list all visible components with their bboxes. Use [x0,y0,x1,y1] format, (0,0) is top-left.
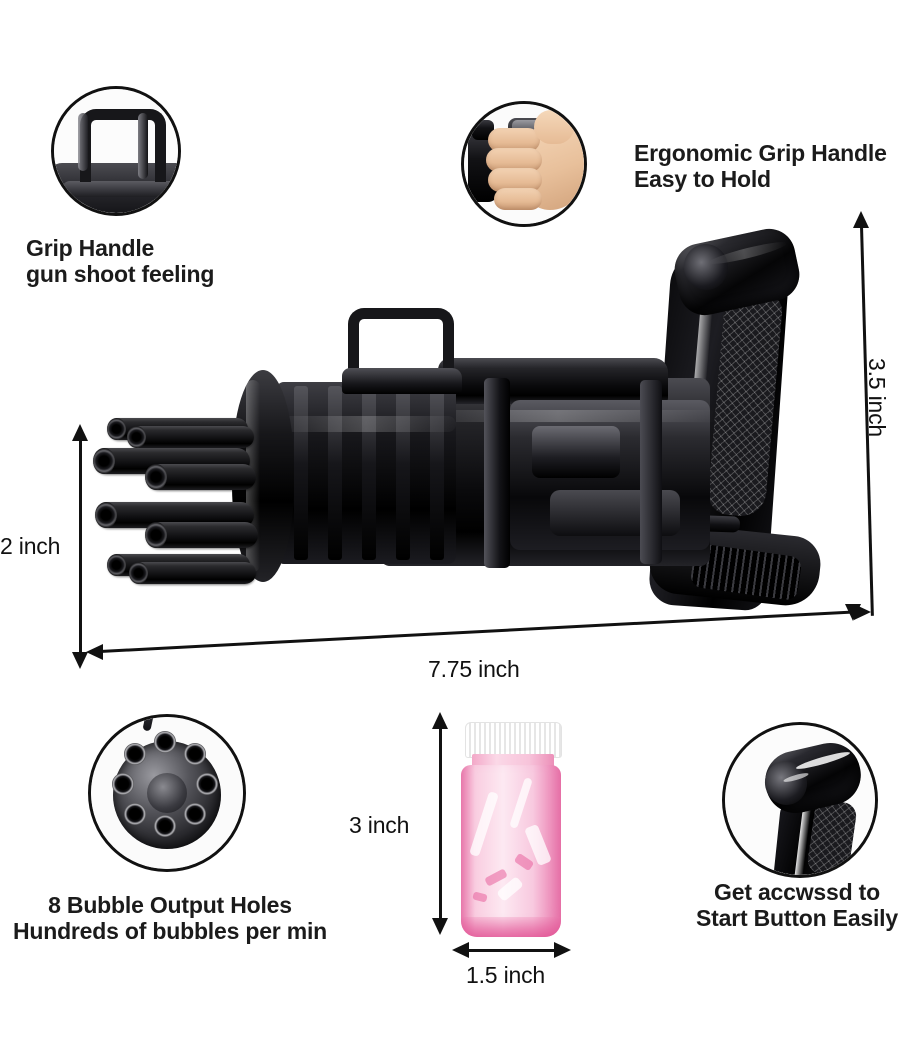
bottle-neck [472,754,554,768]
dimension-label-bottle-width: 1.5 inch [466,962,545,988]
start-button-icon [725,725,875,875]
bottle-cap [465,722,562,758]
caption-grip-handle: Grip Handle gun shoot feeling [26,235,215,287]
dimension-label-gun-grip-height: 3.5 inch [864,358,890,437]
inset-start-button [722,722,878,878]
dimension-label-bottle-height: 3 inch [349,812,410,838]
eight-nozzle-face-icon [91,717,243,869]
caption-start-button: Get accwssd to Start Button Easily [696,879,898,931]
caption-ergonomic-grip: Ergonomic Grip Handle Easy to Hold [634,140,887,192]
product-image-bubble-gun [80,224,870,630]
inset-grip-handle [51,86,181,216]
inset-bubble-output-holes [88,714,246,872]
hand-gripping-handle-icon [464,104,584,224]
bottle-body [461,765,561,937]
dimension-gun-grip-height [845,208,886,632]
loop-handle-icon [54,89,178,213]
inset-ergonomic-grip [461,101,587,227]
dimension-label-gun-height: 2 inch [0,533,61,559]
caption-bubble-output-holes: 8 Bubble Output Holes Hundreds of bubble… [12,892,328,944]
dimension-label-gun-length: 7.75 inch [428,656,520,682]
